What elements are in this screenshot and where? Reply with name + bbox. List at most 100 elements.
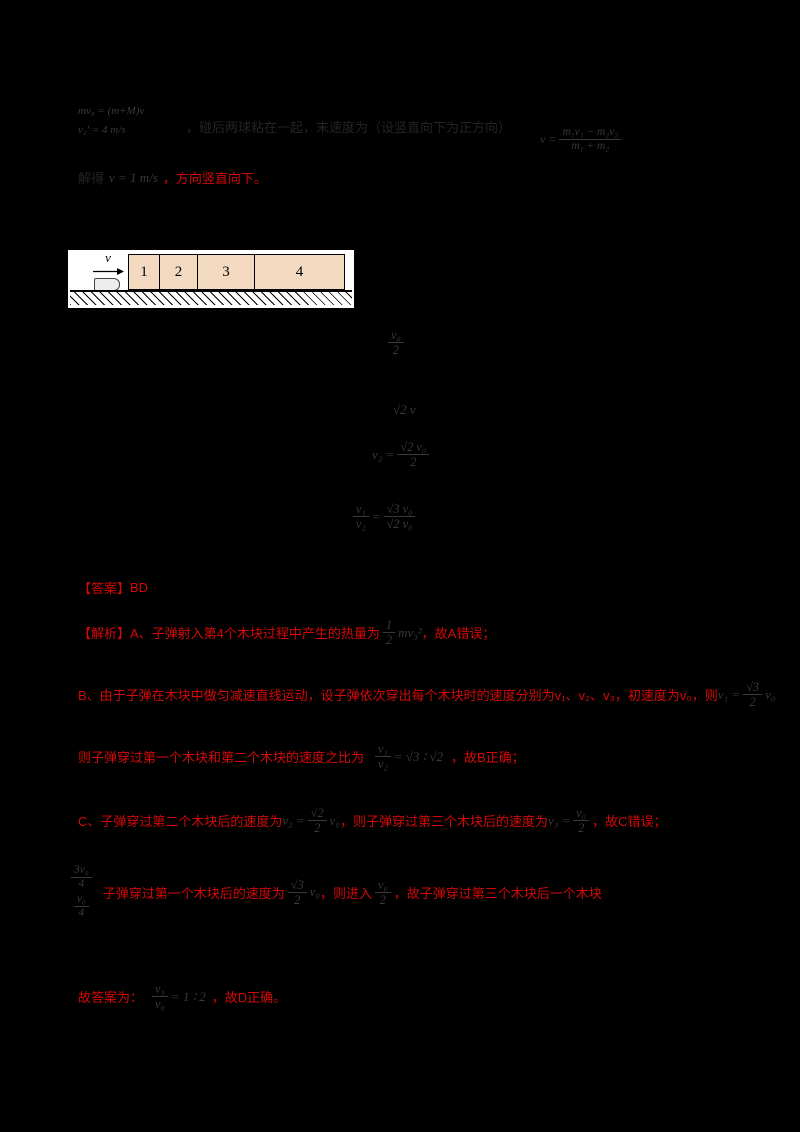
analysis-a-tail: ，故A错误； xyxy=(421,626,496,642)
mid-formula-1: v₀ 2 xyxy=(385,328,407,357)
fraction-numerator: 1 xyxy=(382,618,396,634)
fraction-denominator: 2 xyxy=(392,343,399,358)
analysis-line-b: B、由于子弹在木块中做匀减速直线运动，设子弹依次穿出每个木块时的速度分别为v₁、… xyxy=(78,680,775,709)
analysis-b-formula: v₁ = √3 2 v₀ xyxy=(718,680,776,709)
block-2: 2 xyxy=(160,254,198,290)
analysis-c-formula-1: v₂ = √2 2 v₀ xyxy=(282,806,340,835)
fraction: √2 v₀ 2 xyxy=(397,440,430,470)
fraction-denominator: 2 xyxy=(379,892,386,907)
fraction-denominator: 4 xyxy=(78,907,85,920)
fraction-numerator: √3 xyxy=(743,680,763,696)
fraction-denominator: 2 xyxy=(314,821,321,836)
mid-formula-2: √2 v xyxy=(393,402,416,417)
equation-line-1: mv₀ = (m+M)v xyxy=(78,105,145,117)
fraction-denominator: √2 v₀ xyxy=(386,517,413,532)
fraction-denominator: v₂ xyxy=(356,517,366,532)
analysis-a-text: 【解析】A、子弹射入第4个木块过程中产生的热量为 xyxy=(78,626,380,642)
analysis-d-text-2: ，则进入 xyxy=(319,885,372,901)
bullet-blocks-figure: v 1 2 3 4 xyxy=(68,250,354,308)
fraction-numerator: v₁ xyxy=(353,502,369,518)
conclusion-tail: ，故D正确。 xyxy=(211,990,287,1006)
block-3: 3 xyxy=(198,254,255,290)
fraction: √2 2 xyxy=(307,806,327,836)
fraction-numerator: v₀ xyxy=(375,878,391,893)
conclusion-line: 故答案为： v₃ v₀ = 1 ∶ 2 ，故D正确。 xyxy=(78,982,286,1011)
fraction: 1 2 xyxy=(382,618,396,648)
fraction: m₁v₁ − m₂v₂ m₁ + m₂ xyxy=(559,126,622,153)
mid-formula-4: v₁ v₂ = √3 v₀ √2 v₀ xyxy=(350,502,418,531)
formula-lead: v₂ = xyxy=(372,446,395,462)
formula-lead: v₂ = xyxy=(282,812,305,828)
fraction-numerator: v₀ xyxy=(573,806,590,822)
fraction-numerator: v₁ xyxy=(375,742,391,758)
fraction-denominator: 2 xyxy=(410,455,417,470)
velocity-indicator: v xyxy=(90,250,126,279)
analysis-line-b2: 则子弹穿过第一个木块和第二个木块的速度之比为 v₁ v₂ = √3 ∶ √2 ，… xyxy=(78,742,525,771)
formula-tail: v₀ xyxy=(329,812,340,828)
fraction: v₀ 2 xyxy=(388,328,404,357)
formula-lead: v₃ = xyxy=(547,812,571,828)
fraction: √3 2 xyxy=(287,878,307,907)
fraction-denominator: 2 xyxy=(578,821,585,836)
analysis-d-text-1: 子弹穿过第一个木块后的速度为 xyxy=(102,885,285,901)
answer-value: BD xyxy=(130,580,149,595)
answer-label: 【答案】 xyxy=(78,581,131,596)
fraction: v₁ v₂ xyxy=(375,742,391,771)
analysis-line-a: 【解析】A、子弹射入第4个木块过程中产生的热量为 1 2 mv₃² ，故A错误； xyxy=(78,618,495,647)
equals-sign: = xyxy=(371,508,381,524)
fraction-denominator: v₂ xyxy=(378,757,388,772)
fraction: v₁ v₂ xyxy=(353,502,369,531)
solution-line-1: ，碰后两球粘在一起，末速度为（设竖直向下为正方向） xyxy=(186,120,512,135)
fraction-numerator: m₁v₁ − m₂v₂ xyxy=(559,126,622,141)
analysis-c-formula-2: v₃ = v₀ 2 xyxy=(548,806,592,835)
line2-lead: 解得 xyxy=(78,171,105,186)
fraction-numerator: √2 xyxy=(307,806,327,822)
analysis-b2-tail: ，故B正确； xyxy=(450,750,525,766)
ground-hatching-icon xyxy=(70,290,352,305)
ratio-expression: = 1 ∶ 2 xyxy=(170,988,206,1004)
fraction-numerator: √2 v₀ xyxy=(397,440,430,456)
fraction-numerator: v₀ xyxy=(388,328,404,344)
fraction-numerator: √3 xyxy=(287,878,307,893)
velocity-label: v xyxy=(105,250,111,265)
analysis-line-d: 3v₀ 4 v₀ 4 子弹穿过第一个木块后的速度为 √3 2 v₀ ，则进入 v… xyxy=(68,864,602,920)
block-1: 1 xyxy=(128,254,160,290)
analysis-c-text: C、子弹穿过第二个木块后的速度为 xyxy=(78,814,283,830)
analysis-d-text-3: ，故子弹穿过第三个木块后一个木块 xyxy=(393,885,602,901)
fraction-numerator: √3 v₀ xyxy=(383,502,416,518)
fraction: √3 2 xyxy=(743,680,763,710)
formula-lead: v = xyxy=(540,132,557,147)
fraction: √3 v₀ √2 v₀ xyxy=(383,502,416,532)
fraction-denominator: 2 xyxy=(294,892,301,907)
mid-formula-3: v₂ = √2 v₀ 2 xyxy=(372,440,432,469)
fraction: v₀ 2 xyxy=(573,806,590,836)
fraction-denominator: m₁ + m₂ xyxy=(571,140,610,153)
fraction-denominator: 2 xyxy=(749,695,756,710)
fraction: 3v₀ 4 xyxy=(71,864,92,891)
fraction: v₃ v₀ xyxy=(152,982,168,1011)
blocks-row: 1 2 3 4 xyxy=(128,254,345,290)
answer-line: 【答案】 BD xyxy=(78,578,148,597)
solution-line-2: 解得 v = 1 m/s ，方向竖直向下。 xyxy=(78,168,267,187)
formula-tail: v₀ xyxy=(309,884,320,900)
top-equation-system: mv₀ = (m+M)v v₂′ = 4 m/s xyxy=(78,102,144,139)
analysis-b2-formula: v₁ v₂ = √3 ∶ √2 xyxy=(372,742,443,771)
analysis-d-system: 3v₀ 4 v₀ 4 xyxy=(68,864,95,920)
block-4: 4 xyxy=(255,254,345,290)
analysis-b2-text: 则子弹穿过第一个木块和第二个木块的速度之比为 xyxy=(78,750,365,766)
equation-line-2: v₂′ = 4 m/s xyxy=(78,123,126,136)
analysis-b-text: B、由于子弹在木块中做匀减速直线运动，设子弹依次穿出每个木块时的速度分别为v₁、… xyxy=(78,688,718,704)
analysis-d-formula-2: v₀ 2 xyxy=(372,878,394,907)
conclusion-label: 故答案为： xyxy=(78,990,144,1006)
fraction-numerator: 3v₀ xyxy=(71,864,92,879)
fraction-denominator: 4 xyxy=(78,878,85,891)
formula-tail: v₀ xyxy=(765,686,776,702)
velocity-arrow-icon xyxy=(93,268,124,275)
fraction-denominator: 2 xyxy=(385,633,393,648)
momentum-formula: v = m₁v₁ − m₂v₂ m₁ + m₂ xyxy=(540,126,624,153)
fraction-numerator: v₀ xyxy=(73,893,89,908)
analysis-c-tail: ，故C错误； xyxy=(592,814,667,830)
analysis-c-mid: ，则子弹穿过第三个木块后的速度为 xyxy=(339,814,548,830)
analysis-d-formula-1: √3 2 v₀ xyxy=(285,878,320,907)
